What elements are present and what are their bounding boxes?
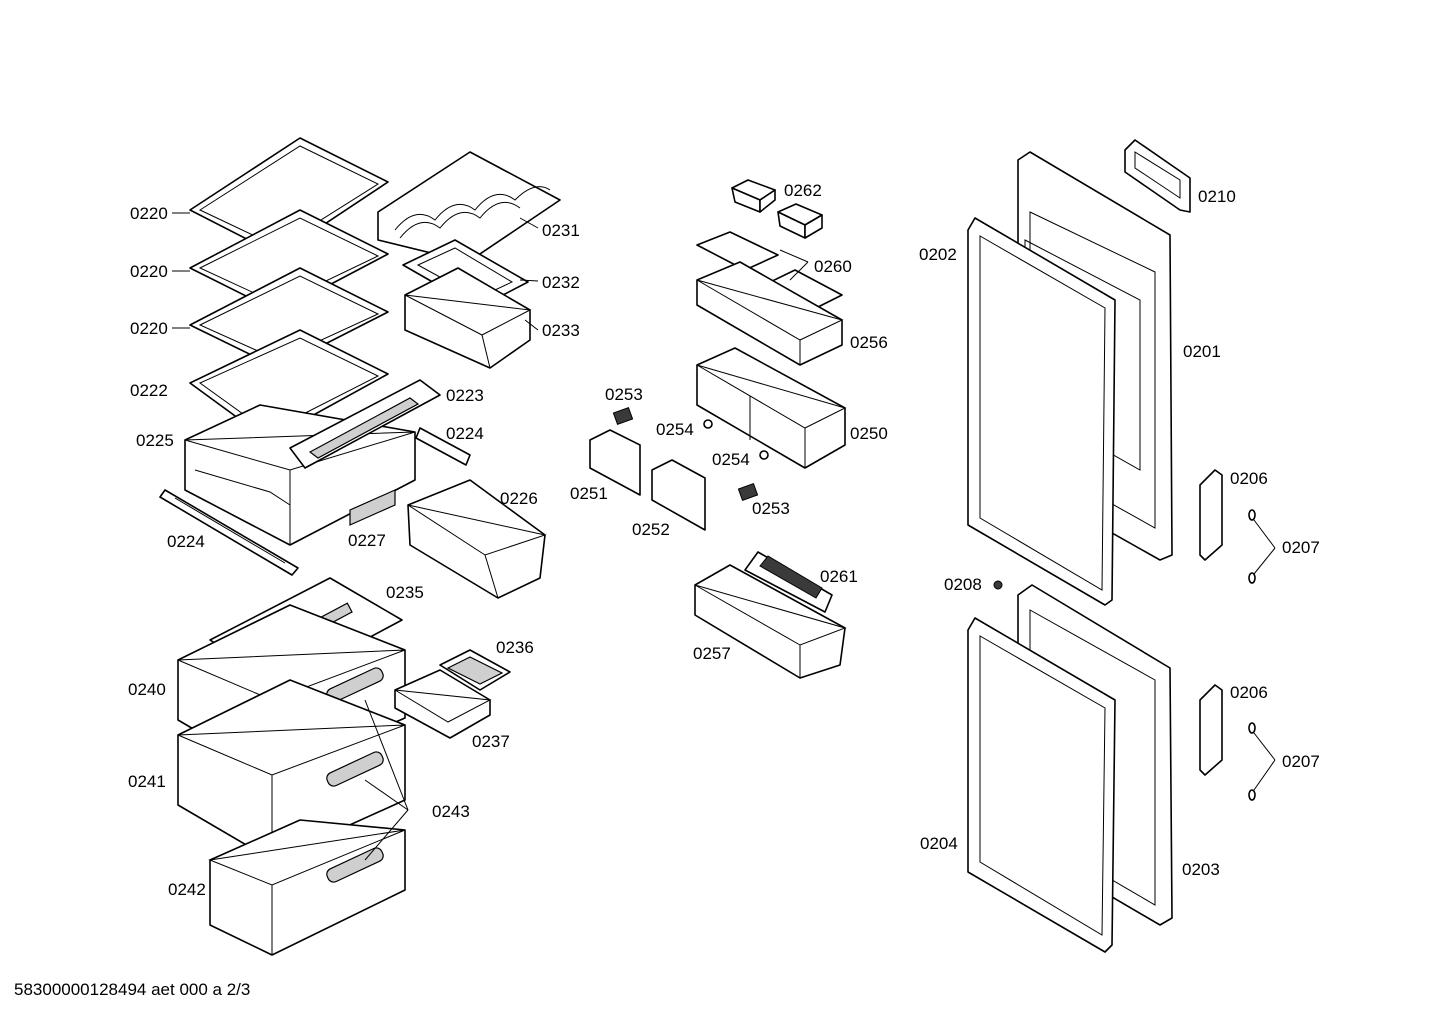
- label-0233: 0233: [542, 321, 580, 340]
- label-0204: 0204: [920, 834, 958, 853]
- label-0220-middle: 0220: [130, 262, 168, 281]
- handle-0210[interactable]: [1124, 139, 1191, 213]
- small-container-0262-left[interactable]: [731, 179, 776, 213]
- label-0254-upper: 0254: [656, 420, 694, 439]
- label-0252: 0252: [632, 520, 670, 539]
- label-0226: 0226: [500, 489, 538, 508]
- hinge-0253-lower[interactable]: [737, 482, 759, 502]
- label-0242: 0242: [168, 880, 206, 899]
- label-0240: 0240: [128, 680, 166, 699]
- label-0207-lower: 0207: [1282, 752, 1320, 771]
- label-0206-lower: 0206: [1230, 683, 1268, 702]
- pin-0254-upper[interactable]: [703, 419, 713, 429]
- flap-0251[interactable]: [589, 429, 641, 496]
- label-0220-lower: 0220: [130, 319, 168, 338]
- telescopic-rail-0224-left[interactable]: [159, 489, 299, 576]
- bottle-shelf-0257[interactable]: [694, 564, 847, 679]
- filter-0227[interactable]: [349, 489, 396, 526]
- label-0261: 0261: [820, 567, 858, 586]
- small-container-0262-right[interactable]: [777, 203, 823, 239]
- pin-0254-lower[interactable]: [759, 450, 769, 460]
- label-0206-upper: 0206: [1230, 469, 1268, 488]
- hinge-0253-upper[interactable]: [612, 406, 634, 426]
- label-0253-upper: 0253: [605, 385, 643, 404]
- label-0207-upper: 0207: [1282, 538, 1320, 557]
- label-0232: 0232: [542, 273, 580, 292]
- label-0223: 0223: [446, 386, 484, 405]
- label-0203: 0203: [1182, 860, 1220, 879]
- door-shelf-0250[interactable]: [696, 347, 847, 469]
- cold-pack-0237[interactable]: [394, 669, 492, 739]
- drawer-tray-0233[interactable]: [404, 267, 532, 369]
- label-0237: 0237: [472, 732, 510, 751]
- label-0225: 0225: [136, 431, 174, 450]
- document-reference: 58300000128494 aet 000 a 2/3: [14, 980, 251, 999]
- bottle-holder-0261[interactable]: [744, 551, 833, 613]
- label-0251: 0251: [570, 484, 608, 503]
- hinge-0206-upper[interactable]: [1199, 469, 1223, 561]
- label-0254-lower: 0254: [712, 450, 750, 469]
- label-0253-lower: 0253: [752, 499, 790, 518]
- label-0256: 0256: [850, 333, 888, 352]
- label-0201: 0201: [1183, 342, 1221, 361]
- freezer-drawer-0242[interactable]: [208, 819, 406, 956]
- door-seal-0204[interactable]: [967, 617, 1116, 953]
- label-0222: 0222: [130, 381, 168, 400]
- door-seal-0202[interactable]: [967, 217, 1116, 606]
- label-0260: 0260: [814, 257, 852, 276]
- telescopic-rail-0224-right[interactable]: [415, 427, 471, 466]
- label-0227: 0227: [348, 531, 386, 550]
- glass-shelf-0220-lower[interactable]: [189, 267, 389, 369]
- hinge-0206-lower[interactable]: [1199, 684, 1223, 776]
- label-0231: 0231: [542, 221, 580, 240]
- label-0210: 0210: [1198, 187, 1236, 206]
- storage-box-0226[interactable]: [407, 479, 547, 599]
- screw-0207-lower-b[interactable]: [1248, 789, 1256, 801]
- flap-0252[interactable]: [651, 459, 706, 531]
- door-shelf-0256[interactable]: [696, 261, 844, 366]
- label-0224-right: 0224: [446, 424, 484, 443]
- part-labels: 0220 0220 0220 0222 0225 0224 0227 0223 …: [128, 181, 1320, 899]
- label-0202: 0202: [919, 245, 957, 264]
- screw-0207-upper-b[interactable]: [1248, 572, 1256, 584]
- screw-0207-upper-a[interactable]: [1248, 509, 1256, 521]
- label-0220-top: 0220: [130, 204, 168, 223]
- screw-0207-lower-a[interactable]: [1248, 722, 1256, 734]
- label-0241: 0241: [128, 772, 166, 791]
- label-0257: 0257: [693, 644, 731, 663]
- label-0208: 0208: [944, 575, 982, 594]
- label-0235: 0235: [386, 583, 424, 602]
- label-0236: 0236: [496, 638, 534, 657]
- label-0250: 0250: [850, 424, 888, 443]
- crisper-cover-0223[interactable]: [289, 379, 441, 469]
- bottle-rack-0231[interactable]: [377, 151, 561, 263]
- label-0224-left: 0224: [167, 532, 205, 551]
- freezer-drawer-0241[interactable]: [177, 679, 406, 861]
- screw-0208[interactable]: [993, 580, 1003, 590]
- ice-tray-0236[interactable]: [439, 649, 511, 691]
- leader-lines: [172, 212, 1276, 861]
- label-0243: 0243: [432, 802, 470, 821]
- label-0262: 0262: [784, 181, 822, 200]
